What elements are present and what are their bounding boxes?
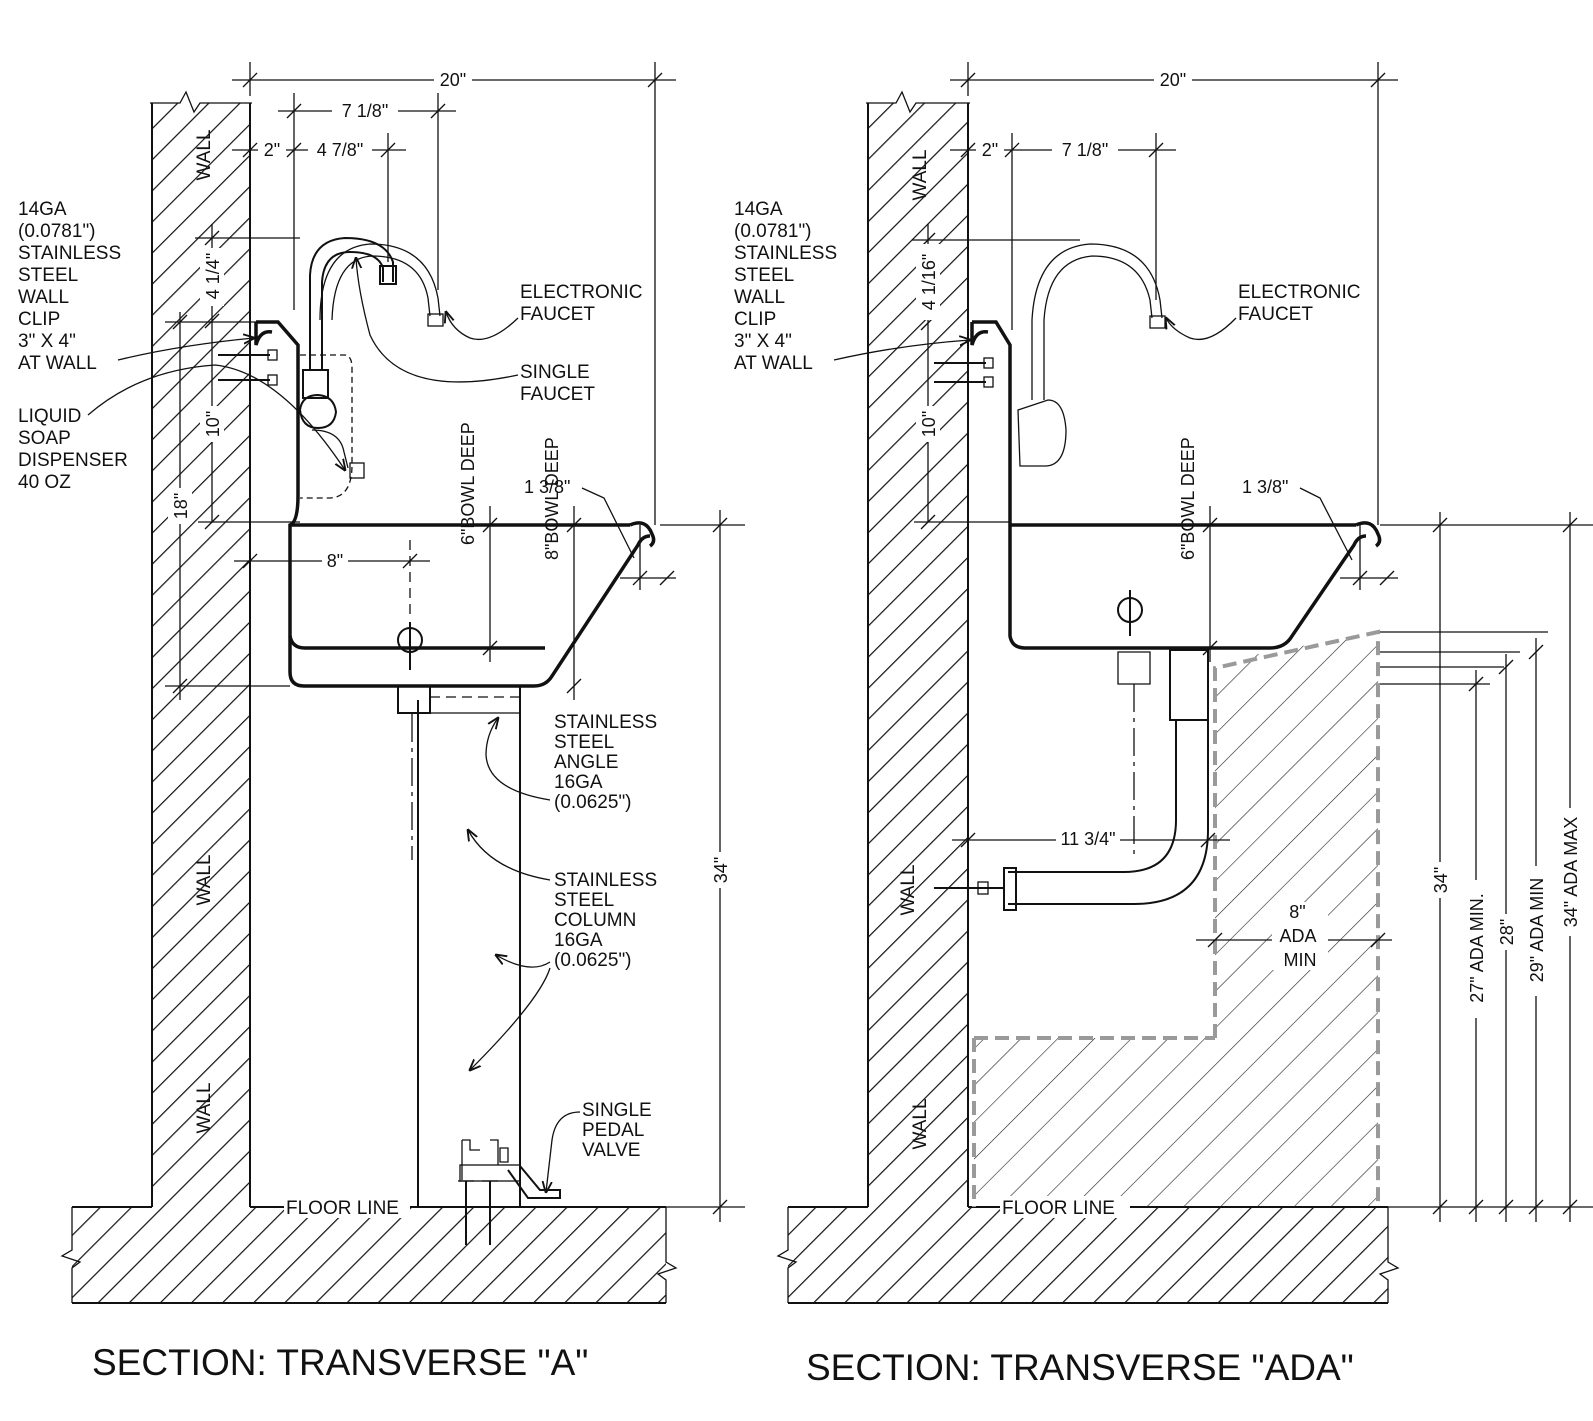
angle-label-a: STAINLESS STEEL ANGLE 16GA (0.0625")	[554, 712, 662, 813]
column-label-a: STAINLESS STEEL COLUMN 16GA (0.0625")	[554, 870, 662, 971]
centerline-ada	[1117, 590, 1143, 636]
section-a: 20" 7 1/8" 2" 4 7/8" 4 1/4	[18, 62, 745, 1383]
floor-line-label-ada: FLOOR LINE	[1002, 1198, 1115, 1219]
wall-label-top-ada: WALL	[910, 149, 931, 200]
dim-bowl-8-a: 8"BOWL DEEP	[542, 437, 562, 560]
dim-clip-height-ada: 4 1/16"	[919, 254, 939, 310]
floor-ada	[788, 1207, 1388, 1303]
clip-label-ada: 14GA (0.0781") STAINLESS STEEL WALL CLIP…	[734, 199, 842, 374]
pedal-label-a: SINGLE PEDAL VALVE	[582, 1100, 657, 1161]
wall-label-low-ada: WALL	[910, 1098, 931, 1149]
knee-clearance-zone	[974, 632, 1378, 1207]
clip-screws-ada	[934, 357, 994, 388]
soap-label-a: LIQUID SOAP DISPENSER 40 OZ	[18, 406, 133, 493]
dim-rim-height-ada: 34"	[1431, 867, 1451, 893]
labels-ada: WALL WALL WALL 14GA (0.0781") STAINLESS …	[734, 149, 1366, 1219]
section-title-ada: SECTION: TRANSVERSE "ADA"	[806, 1347, 1354, 1388]
dim-clip-to-rim-ada: 10"	[919, 411, 939, 437]
dim-bowl-6-a: 6"BOWL DEEP	[458, 422, 478, 545]
dim-rim-depth-ada: 1 3/8"	[1242, 477, 1288, 497]
dim-overall-width-ada: 20"	[1160, 70, 1186, 90]
wall-label-mid-a: WALL	[194, 854, 215, 905]
dim-spout-offset-a: 4 7/8"	[317, 140, 363, 160]
wall-label-low-a: WALL	[194, 1082, 215, 1133]
electronic-faucet-label-a: ELECTRONIC FAUCET	[520, 282, 648, 325]
floor-line-label-a: FLOOR LINE	[286, 1198, 399, 1219]
section-ada: 20" 2" 7 1/8" 4 1/16" 10"	[734, 62, 1593, 1388]
single-faucet-label-a: SINGLE FAUCET	[520, 362, 595, 405]
dim-faucet-reach-ada: 7 1/8"	[1062, 140, 1108, 160]
dim-ada-29: 29" ADA MIN	[1527, 878, 1547, 982]
dimensions-a: 20" 7 1/8" 2" 4 7/8" 4 1/4	[165, 62, 745, 1222]
floor-a	[72, 1207, 666, 1303]
pedal-valve-a	[458, 1139, 561, 1245]
dim-wall-offset-ada: 2"	[982, 140, 998, 160]
dim-centerline-offset-a: 8"	[327, 551, 343, 571]
dimensions-ada: 20" 2" 7 1/8" 4 1/16" 10"	[912, 62, 1593, 1222]
clip-label-a: 14GA (0.0781") STAINLESS STEEL WALL CLIP…	[18, 199, 126, 374]
dim-clip-to-rim-a: 10"	[203, 411, 223, 437]
labels-a: WALL WALL WALL 14GA (0.0781") STAINLESS …	[18, 129, 662, 1219]
dim-knee-depth-ada: 8" ADA MIN	[1279, 902, 1320, 970]
wall-label-top-a: WALL	[194, 129, 215, 180]
dim-backsplash-height-a: 18"	[171, 493, 191, 519]
centerline-a	[397, 540, 423, 670]
dim-wall-offset-a: 2"	[264, 140, 280, 160]
dim-ada-34-max: 34" ADA MAX	[1561, 817, 1581, 927]
dim-ada-28: 28"	[1497, 919, 1517, 945]
dim-rim-height-a: 34"	[711, 857, 731, 883]
electronic-faucet-label-ada: ELECTRONIC FAUCET	[1238, 282, 1366, 325]
section-title-a: SECTION: TRANSVERSE "A"	[92, 1342, 588, 1383]
dim-ada-27: 27" ADA MIN.	[1467, 893, 1487, 1002]
column-a	[397, 685, 521, 1207]
dim-clip-height-a: 4 1/4"	[203, 253, 223, 299]
dim-faucet-reach-a: 7 1/8"	[342, 101, 388, 121]
dim-overall-width-a: 20"	[440, 70, 466, 90]
electronic-faucet-ada	[1017, 243, 1166, 467]
clip-screws-a	[218, 349, 278, 386]
dim-rim-depth-a: 1 3/8"	[524, 477, 570, 497]
dim-drain-offset-ada: 11 3/4"	[1060, 829, 1115, 849]
dim-bowl-6-ada: 6"BOWL DEEP	[1178, 437, 1198, 560]
drain-pipe-ada	[934, 649, 1209, 911]
wall-label-mid-ada: WALL	[898, 864, 919, 915]
